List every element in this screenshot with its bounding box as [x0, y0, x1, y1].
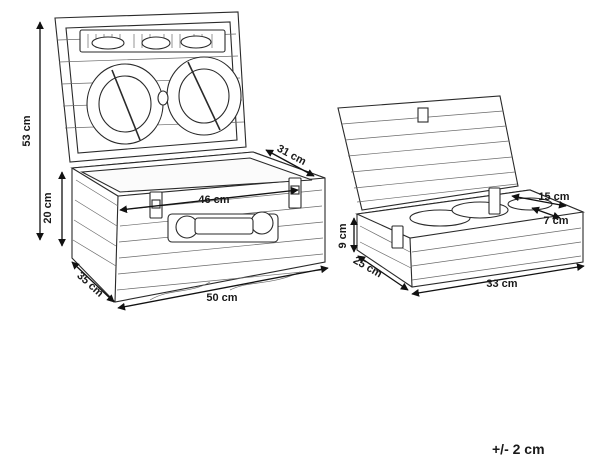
- large-basket-body: [70, 151, 326, 303]
- arrow-small-length: [411, 263, 585, 297]
- small-basket-strap-left: [391, 225, 404, 249]
- label-compartment-width: 7 cm: [543, 215, 568, 227]
- small-basket-strap-right: [488, 187, 501, 215]
- arrow-large-depth: [71, 261, 115, 303]
- label-height-open: 53 cm: [21, 115, 33, 146]
- tolerance-note: +/- 2 cm: [492, 441, 545, 457]
- label-compartment-length: 15 cm: [538, 191, 569, 203]
- label-small-length: 33 cm: [486, 278, 517, 290]
- lid-clasp: [417, 107, 429, 123]
- dimension-lines: [36, 21, 585, 311]
- label-large-length: 50 cm: [206, 292, 237, 304]
- label-small-height: 9 cm: [337, 223, 349, 248]
- arrow-inner-length: [119, 186, 299, 214]
- plate-right: [166, 56, 242, 136]
- arrow-compartment-width: [531, 206, 561, 220]
- label-large-height: 20 cm: [42, 192, 54, 223]
- large-basket-handle: [167, 211, 279, 243]
- glass-holder: [157, 90, 169, 106]
- arrow-compartment-length: [511, 193, 567, 209]
- label-inner-length: 46 cm: [198, 194, 229, 206]
- arrow-inner-depth: [265, 149, 315, 177]
- cutlery-holder: [79, 29, 226, 53]
- arrow-small-depth: [357, 255, 409, 291]
- arrow-large-length: [117, 265, 329, 311]
- plate-left: [86, 63, 164, 145]
- large-basket-lid: [54, 11, 247, 163]
- small-basket-lid: [337, 95, 519, 211]
